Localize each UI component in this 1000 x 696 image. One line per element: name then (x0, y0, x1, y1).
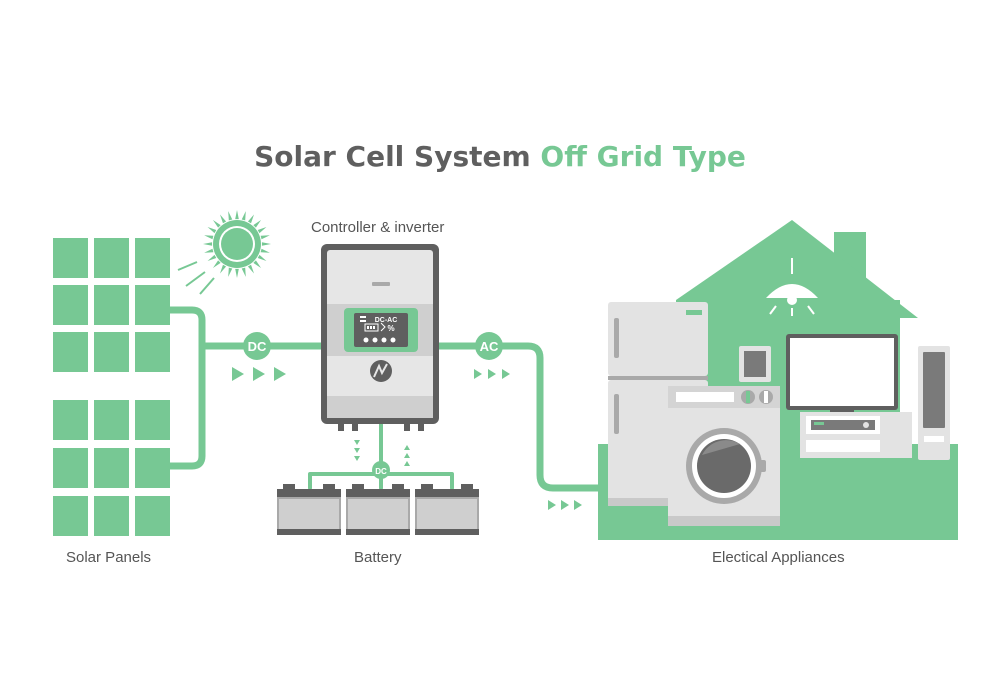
dc-badge: DC (243, 332, 271, 360)
controller-inverter: DC-AC % (321, 244, 439, 431)
battery-dc-badge-label: DC (375, 467, 387, 476)
washing-machine-icon (668, 386, 780, 526)
inverter-percent-label: % (387, 324, 394, 333)
battery-dc-badge: DC (372, 461, 390, 479)
speaker-right-icon (918, 346, 950, 460)
ac-badge: AC (475, 332, 503, 360)
flow-arrows-dc (232, 367, 286, 381)
stereo-cabinet-icon (800, 412, 912, 458)
ac-badge-label: AC (480, 339, 499, 354)
flow-arrows-appliances (548, 500, 582, 510)
solar-panels-label: Solar Panels (66, 549, 152, 566)
solar-panels (53, 238, 170, 536)
dc-badge-label: DC (248, 339, 267, 354)
title-accent: Off Grid Type (540, 140, 746, 173)
television-icon (786, 334, 898, 414)
title-main: Solar Cell System (254, 140, 541, 173)
page-title: Solar Cell System Off Grid Type (0, 140, 1000, 173)
flow-arrows-ac (474, 369, 510, 379)
ceiling-lamp-icon (766, 258, 818, 316)
appliances-label: Electical Appliances (712, 549, 845, 566)
battery-unit (346, 484, 410, 535)
inverter-mode-label: DC-AC (375, 317, 398, 324)
battery-label: Battery (354, 549, 402, 566)
battery-unit (277, 484, 341, 535)
controller-label: Controller & inverter (311, 219, 445, 236)
battery-unit (415, 484, 479, 535)
flow-arrows-battery (354, 440, 410, 466)
batteries (277, 484, 479, 535)
speaker-left-icon (739, 346, 771, 382)
sun-icon (177, 210, 271, 295)
